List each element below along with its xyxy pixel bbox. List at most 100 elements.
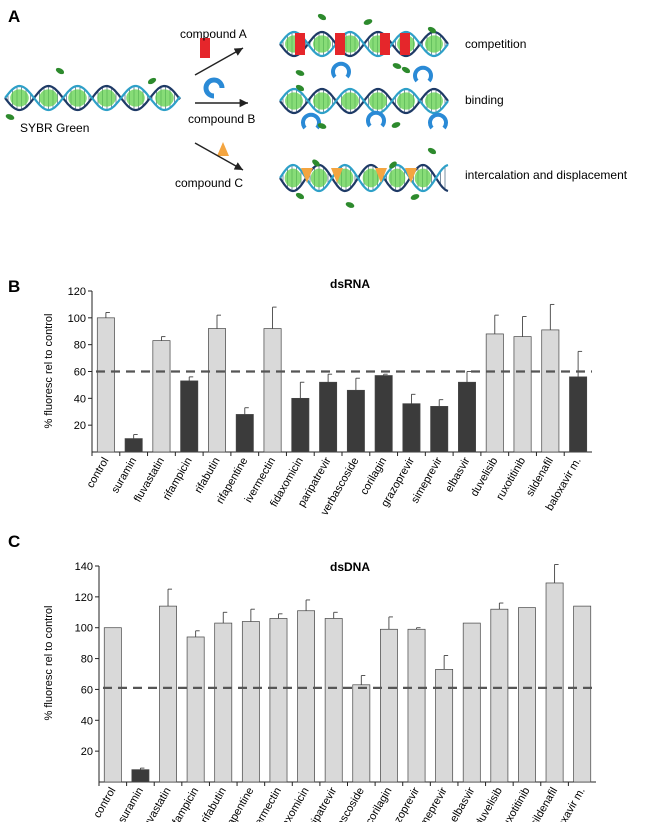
sybr-green-molecule (427, 147, 437, 155)
bar-fluvastatin (152, 340, 171, 453)
y-tick-label: 80 (81, 654, 93, 666)
sybr-green-molecule (5, 114, 15, 120)
x-tick-label: rifabutin (193, 456, 223, 496)
x-tick-label: rifabutin (199, 786, 229, 822)
sybr-green-glow (284, 168, 302, 188)
bar-duvelisib (490, 608, 509, 783)
bar-ivermectin (269, 618, 288, 783)
x-tick-label: sildenafil (528, 786, 560, 822)
y-tick-label: 80 (74, 340, 86, 352)
panel-a-letter: A (8, 7, 20, 26)
bar-baloxavirm (573, 605, 592, 783)
x-tick-label: elbasvir (448, 785, 478, 822)
bar-corilagin (374, 375, 393, 453)
sybr-green-glow (39, 89, 58, 107)
panel-c-chart: C dsDNA % fluoresc rel to control 204060… (8, 532, 596, 822)
panel-a-schematic: A SYBR Green compound A compound B compo… (4, 7, 628, 208)
y-tick-label: 140 (75, 561, 93, 573)
bar-simeprevir (435, 669, 454, 783)
sybr-green-glow (10, 89, 29, 107)
compound-b-molecule (366, 110, 386, 128)
compound-a-molecule (400, 33, 410, 55)
x-tick-label: elbasvir (443, 455, 473, 494)
compound-a-molecule (295, 33, 305, 55)
x-tick-label: corilagin (364, 786, 395, 822)
compound-b-molecule (331, 61, 351, 79)
helix-strand (279, 30, 449, 58)
compound-b-molecule (428, 112, 448, 130)
sybr-green-glow (425, 35, 443, 53)
bar-verbascoside (346, 389, 365, 453)
compound-a-molecule (335, 33, 345, 55)
y-tick-label: 60 (81, 684, 93, 696)
bar-rifapentine (235, 414, 254, 453)
bar-elbasvir (458, 381, 476, 453)
sybr-green-glow (285, 92, 303, 110)
bar-control (103, 627, 122, 783)
sybr-green-glow (341, 92, 359, 110)
sybr-green-molecule (295, 70, 305, 76)
outcome-intercalation-label: intercalation and displacement (465, 168, 628, 182)
bar-paripatrevir (319, 381, 338, 453)
bar-sildenafil (541, 329, 560, 453)
compound-a-icon (200, 38, 210, 58)
bar-simeprevir (430, 406, 449, 453)
helix-strand (279, 163, 449, 193)
bar-ruxotitinib (518, 607, 536, 783)
compound-c-molecule (375, 168, 387, 183)
sybr-green-molecule (363, 19, 373, 25)
y-tick-label: 20 (81, 746, 93, 758)
bar-verbascoside (352, 684, 371, 783)
sybr-green-glow (425, 92, 443, 110)
bar-sildenafil (545, 582, 564, 783)
helix-strand (4, 84, 181, 112)
bar-rifampicin (180, 380, 199, 453)
y-tick-label: 120 (75, 592, 93, 604)
y-tick-label: 40 (74, 393, 86, 405)
bar-duvelisib (485, 333, 504, 453)
bar-grazoprevir (407, 628, 426, 783)
sybr-green-glow (414, 168, 432, 188)
x-tick-label: control (85, 456, 112, 491)
sybr-green-molecule (295, 84, 305, 92)
bar-ruxotitinib (513, 336, 532, 453)
compound-c-molecule (301, 168, 313, 183)
x-tick-label: control (91, 786, 118, 821)
sybr-green-molecule (317, 123, 327, 129)
arrow-to-competition (194, 47, 244, 76)
dna-helix-intercalation (279, 147, 449, 208)
bar-fidaxomicin (297, 610, 315, 783)
x-tick-label: suramin (109, 456, 139, 496)
y-tick-label: 20 (74, 420, 86, 432)
bar-fidaxomicin (291, 397, 310, 453)
bar-paripatrevir (324, 618, 343, 783)
compound-c-molecule (331, 168, 343, 183)
sybr-green-glow (369, 92, 387, 110)
bar-corilagin (380, 628, 398, 783)
sybr-green-glow (313, 92, 331, 110)
x-tick-label: duvelisib (473, 786, 505, 822)
compound-b-icon (203, 77, 225, 99)
sybr-green-molecule (391, 122, 401, 128)
sybr-green-glow (388, 168, 406, 188)
bar-ivermectin (263, 328, 282, 453)
panel-c-ylabel: % fluoresc rel to control (43, 606, 55, 721)
sybr-green-molecule (345, 202, 355, 208)
panel-b-ylabel: % fluoresc rel to control (43, 314, 55, 429)
sybr-green-glow (68, 89, 87, 107)
sybr-green-glow (97, 89, 116, 107)
outcome-competition-label: competition (465, 37, 526, 51)
y-tick-label: 120 (68, 286, 86, 298)
dna-helix-binding (279, 61, 449, 130)
sybr-green-glow (362, 168, 380, 188)
bar-grazoprevir (402, 403, 421, 453)
compound-c-icon (217, 142, 229, 156)
y-tick-label: 40 (81, 715, 93, 727)
helix-strand (279, 87, 449, 115)
sybr-green-glow (341, 35, 359, 53)
sybr-green-label: SYBR Green (20, 121, 89, 135)
bar-baloxavirm (569, 376, 588, 453)
compound-c-molecule (405, 168, 417, 183)
sybr-green-molecule (410, 194, 420, 200)
